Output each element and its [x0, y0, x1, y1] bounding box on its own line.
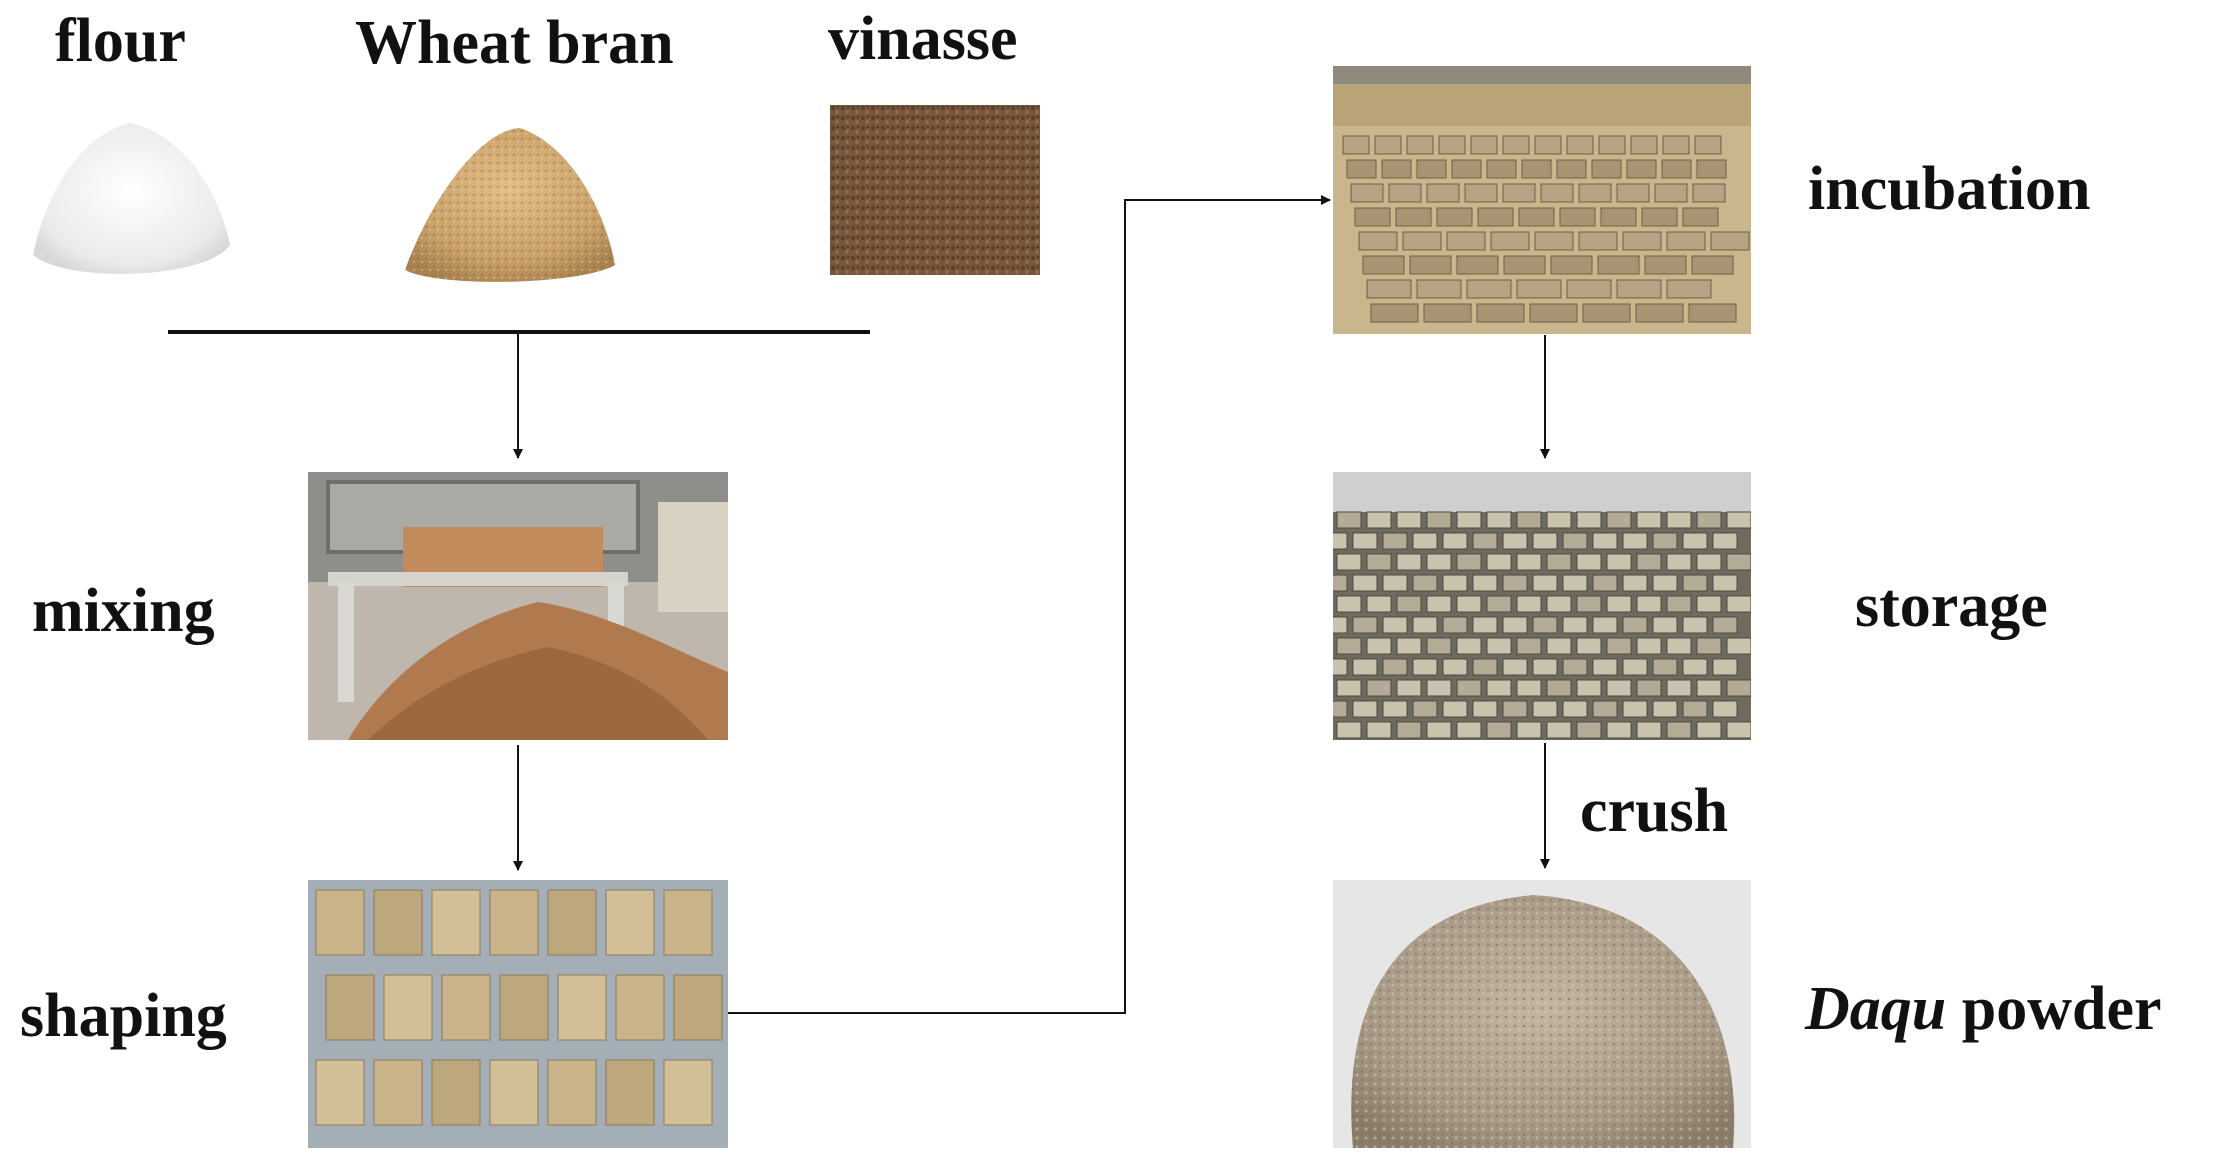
incubation-photo: [1333, 66, 1751, 334]
storage-photo: [1333, 472, 1751, 740]
flour-photo: [25, 105, 235, 280]
vinasse-label: vinasse: [828, 5, 1018, 73]
daqu-rest-text: powder: [1946, 975, 2162, 1043]
storage-label: storage: [1855, 572, 2048, 640]
wheat-bran-label: Wheat bran: [355, 9, 674, 77]
daqu-italic-text: Daqu: [1805, 975, 1947, 1043]
crush-label: crush: [1580, 777, 1729, 845]
flour-label: flour: [55, 7, 186, 75]
shaping-label: shaping: [20, 982, 227, 1050]
arrow-to-incubation: [725, 195, 1331, 1014]
shaping-photo: [308, 880, 728, 1148]
daqu-powder-label: Daqu powder: [1805, 978, 2162, 1040]
daqu-powder-photo: [1333, 880, 1751, 1148]
incubation-label: incubation: [1808, 155, 2091, 223]
mixing-label: mixing: [32, 577, 215, 645]
mixing-photo: [308, 472, 728, 740]
wheat-bran-photo: [400, 120, 620, 285]
vinasse-photo: [830, 105, 1040, 275]
